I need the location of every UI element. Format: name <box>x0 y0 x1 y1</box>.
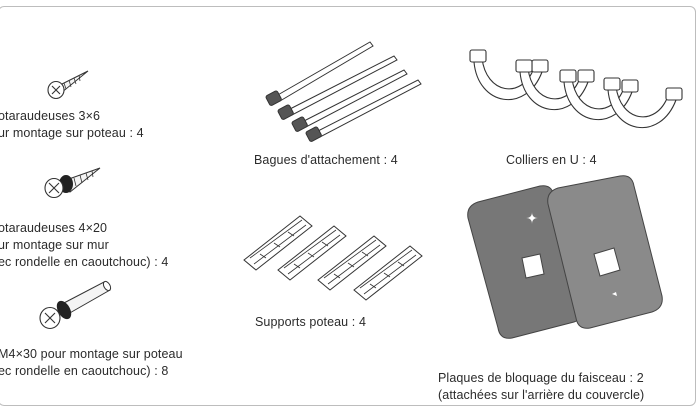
bolt-m4x30-label: M4×30 pour montage sur poteau ec rondell… <box>0 346 183 380</box>
tapping-screw-3x6-illustration <box>47 70 89 100</box>
tapping-screw-3x6-label-line2: ur montage sur poteau : 4 <box>0 126 144 140</box>
tapping-screw-4x20-label-line2: ur montage sur mur <box>0 238 109 252</box>
pole-supports-illustration <box>243 215 423 301</box>
bolt-m4x30-illustration <box>39 280 112 330</box>
lock-plates-illustration <box>467 175 663 339</box>
cable-ties-illustration <box>265 41 422 142</box>
lock-plates-label: Plaques de bloquage du faisceau : 2 (att… <box>438 370 644 404</box>
bolt-m4x30-label-line2: ec rondelle en caoutchouc) : 8 <box>0 364 169 378</box>
tapping-screw-4x20-label: otaraudeuses 4×20 ur montage sur mur ec … <box>0 220 168 271</box>
tapping-screw-4x20-label-line1: otaraudeuses 4×20 <box>0 221 108 235</box>
lock-plates-label-line1: Plaques de bloquage du faisceau : 2 <box>438 371 644 385</box>
tapping-screw-3x6-label: otaraudeuses 3×6 ur montage sur poteau :… <box>0 108 144 142</box>
lock-plates-label-line2: (attachées sur l'arrière du couvercle) <box>438 388 645 402</box>
u-clamps-illustration <box>469 49 683 129</box>
u-clamps-label: Colliers en U : 4 <box>506 153 597 167</box>
cable-ties-label: Bagues d'attachement : 4 <box>254 153 398 167</box>
bolt-m4x30-label-line1: M4×30 pour montage sur poteau <box>0 347 183 361</box>
parts-panel-frame <box>0 6 696 406</box>
tapping-screw-4x20-label-line3: ec rondelle en caoutchouc) : 4 <box>0 255 169 269</box>
tapping-screw-3x6-label-line1: otaraudeuses 3×6 <box>0 109 101 123</box>
pole-supports-label: Supports poteau : 4 <box>255 315 367 329</box>
tapping-screw-4x20-illustration <box>44 167 101 199</box>
